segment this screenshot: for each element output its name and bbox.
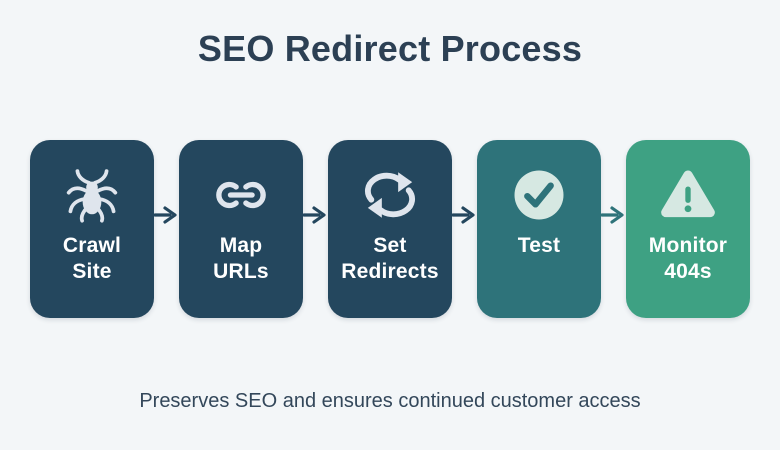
arrow-right-icon — [154, 204, 179, 226]
arrow-right-icon — [452, 204, 477, 226]
arrow-right-icon — [303, 204, 328, 226]
step-card-crawl-site: Crawl Site — [30, 139, 154, 318]
step-label-test: Test — [517, 233, 561, 257]
step-card-set-redirects: Set Redirects — [328, 139, 452, 318]
warning-triangle-icon — [660, 167, 716, 223]
step-label-monitor-404s: Monitor 404s — [648, 233, 728, 283]
spider-icon — [64, 167, 120, 223]
refresh-icon — [362, 167, 418, 223]
step-card-test: Test — [477, 139, 601, 318]
link-icon — [213, 167, 269, 223]
step-label-set-redirects: Set Redirects — [341, 233, 439, 283]
step-card-map-urls: Map URLs — [179, 139, 303, 318]
arrow-right-icon — [601, 204, 626, 226]
process-steps-row: Crawl Site Map URLs — [30, 139, 750, 318]
caption-text: Preserves SEO and ensures continued cust… — [139, 389, 641, 412]
step-card-monitor-404s: Monitor 404s — [626, 139, 750, 318]
check-circle-icon — [511, 167, 567, 223]
step-label-map-urls: Map URLs — [213, 233, 269, 283]
page-title: SEO Redirect Process — [197, 28, 583, 69]
step-label-crawl-site: Crawl Site — [62, 233, 122, 283]
